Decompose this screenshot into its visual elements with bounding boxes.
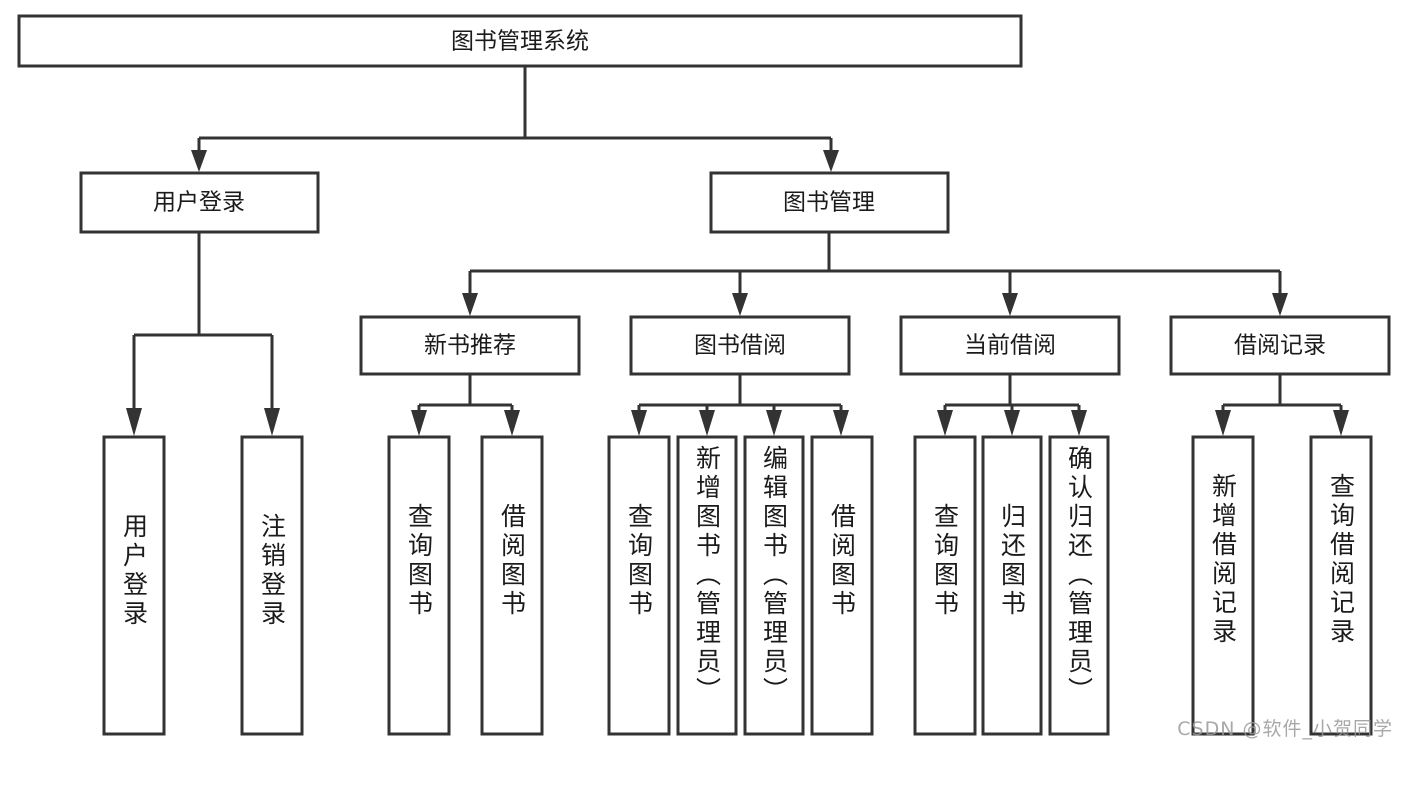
book-manage-label: 图书管理 [783, 190, 875, 216]
connector-user-login-to-leaves [126, 232, 280, 436]
node-new-book-recommend[interactable]: 新书推荐 [359, 315, 581, 376]
leaf-box-new-book-1[interactable] [480, 435, 544, 736]
connector-borrow-record-to-leaves [1215, 374, 1349, 436]
connector-book-borrow-to-leaves [631, 374, 849, 436]
leaf-box-user-login-1[interactable] [240, 435, 304, 736]
new-book-recommend-label: 新书推荐 [424, 333, 516, 359]
leaf-box-borrow-record-1[interactable] [1309, 435, 1373, 736]
node-book-borrow[interactable]: 图书借阅 [629, 315, 851, 376]
root-label: 图书管理系统 [451, 29, 589, 55]
leaf-box-borrow-record-0[interactable] [1191, 435, 1255, 736]
leaf-box-current-borrow-0[interactable] [913, 435, 977, 736]
leaf-box-book-borrow-2[interactable] [743, 435, 805, 736]
leaf-box-book-borrow-3[interactable] [810, 435, 874, 736]
leaf-box-book-borrow-0[interactable] [607, 435, 671, 736]
connector-root-to-level2 [191, 66, 839, 172]
borrow-record-label: 借阅记录 [1234, 333, 1326, 359]
leaf-box-book-borrow-1[interactable] [676, 435, 738, 736]
new-book-recommend-box [359, 315, 581, 376]
csdn-watermark: CSDN @软件_小贺同学 [1177, 718, 1393, 740]
leaf-box-current-borrow-1[interactable] [981, 435, 1043, 736]
connector-new-book-recommend-to-leaves [411, 374, 520, 436]
node-book-manage[interactable]: 图书管理 [709, 171, 950, 234]
current-borrow-box [899, 315, 1121, 376]
user-login-label: 用户登录 [153, 190, 245, 216]
connector-current-borrow-to-leaves [937, 374, 1087, 436]
leaf-box-current-borrow-2[interactable] [1048, 435, 1110, 736]
user-login-box [79, 171, 320, 234]
node-root[interactable]: 图书管理系统 [17, 14, 1023, 68]
leaf-box-new-book-0[interactable] [387, 435, 451, 736]
current-borrow-label: 当前借阅 [964, 333, 1056, 359]
leaf-box-user-login-0[interactable] [102, 435, 166, 736]
system-structure-diagram: 图书管理系统 用户登录 图书管理 [17, 14, 1393, 740]
connector-book-manage-to-level3 [462, 232, 1288, 316]
diagram-canvas: 图书管理系统 用户登录 图书管理 [17, 14, 1391, 736]
arrow-to-book-manage [823, 150, 839, 172]
node-user-login[interactable]: 用户登录 [79, 171, 320, 234]
node-borrow-record[interactable]: 借阅记录 [1169, 315, 1391, 376]
book-borrow-label: 图书借阅 [694, 333, 786, 359]
arrow-to-user-login [191, 150, 207, 172]
node-current-borrow[interactable]: 当前借阅 [899, 315, 1121, 376]
root-box [17, 14, 1023, 68]
